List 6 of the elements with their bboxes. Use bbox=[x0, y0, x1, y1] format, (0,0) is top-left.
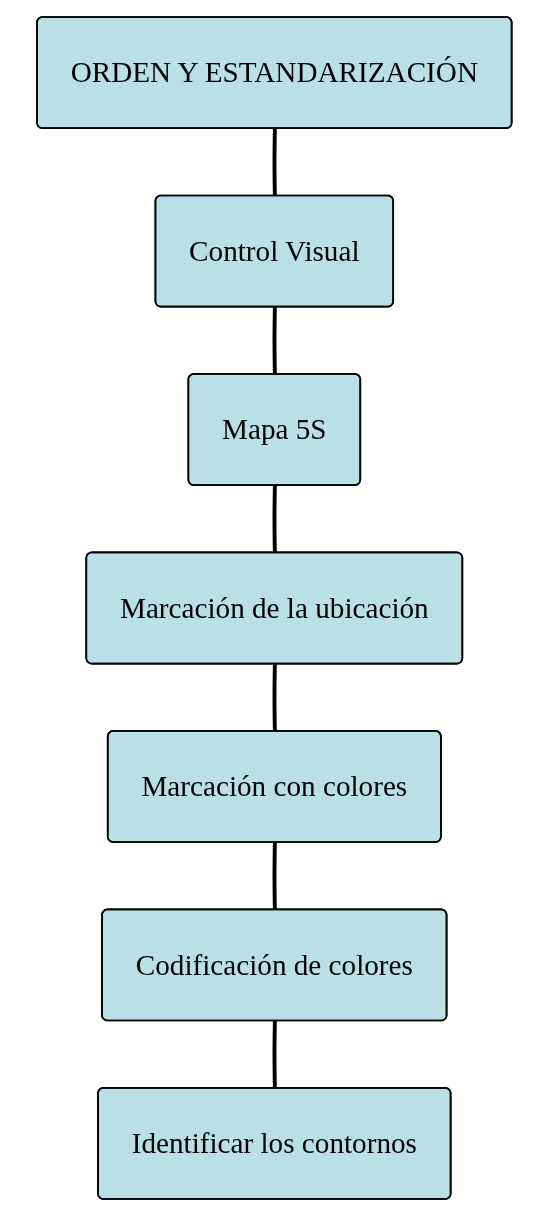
connector bbox=[272, 842, 277, 910]
connector bbox=[272, 1021, 277, 1089]
connector bbox=[272, 485, 277, 554]
connector bbox=[272, 664, 277, 732]
connector bbox=[272, 128, 277, 197]
connector bbox=[272, 307, 277, 375]
